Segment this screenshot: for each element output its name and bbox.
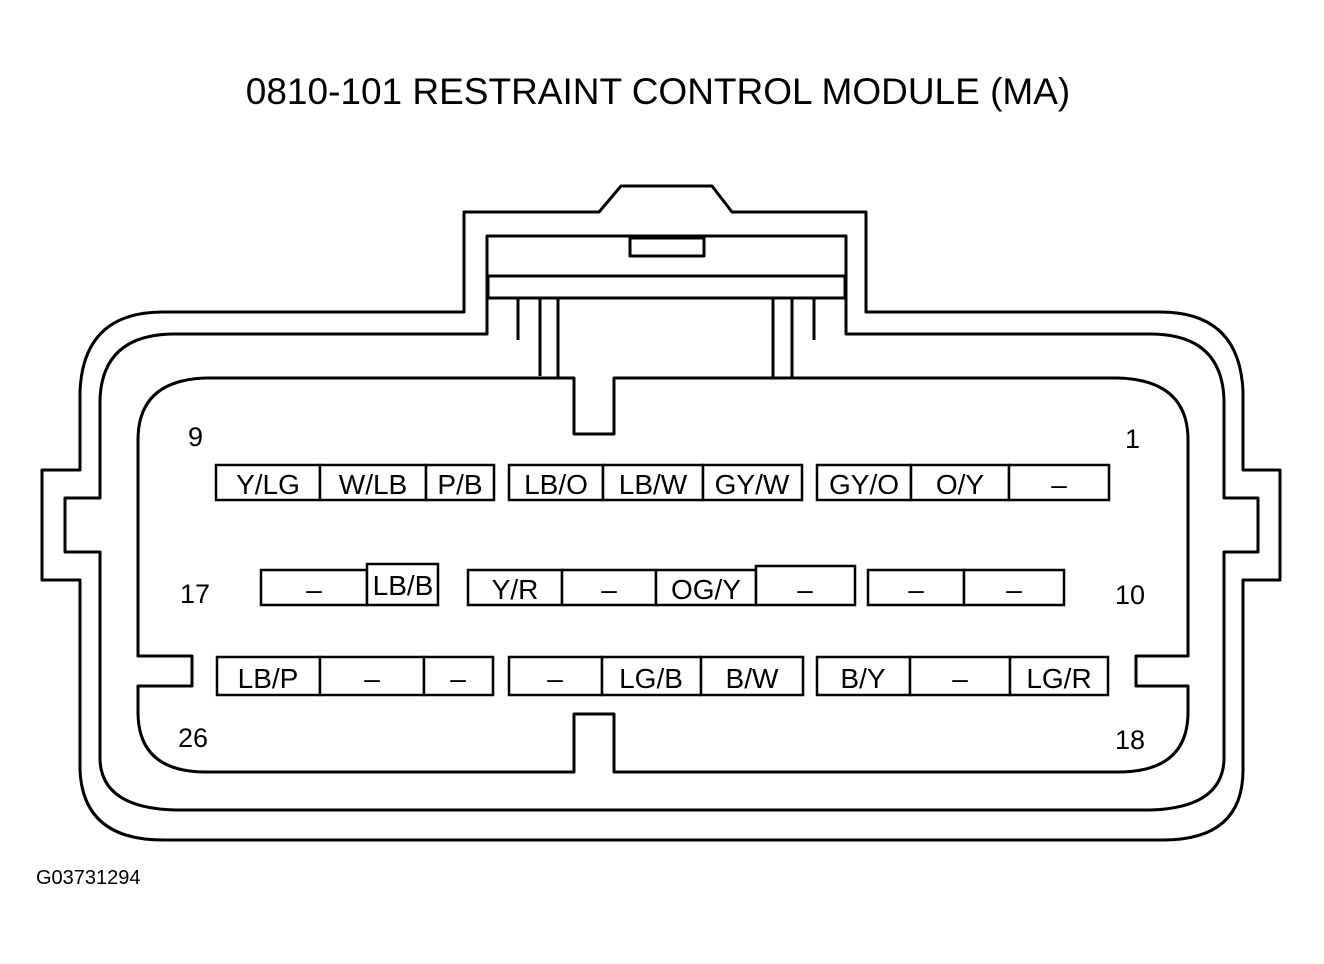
pin-number-9: 9 [188, 422, 203, 452]
latch-left-post [516, 298, 542, 376]
wire-color-label: LB/W [619, 469, 688, 500]
pin-number-17: 17 [180, 579, 210, 609]
pin-number-18: 18 [1115, 725, 1145, 755]
wire-color-label: LB/P [238, 663, 299, 694]
pin-group-middle-2: Y/R – OG/Y – [466, 564, 857, 607]
wire-color-label: – [1051, 469, 1067, 500]
wire-color-label: B/W [726, 663, 779, 694]
wire-color-label: – [797, 574, 813, 605]
pin-cell [866, 568, 966, 607]
row-bottom: LB/P – – – LG/B B/W B/Y – LG/R [215, 655, 1110, 697]
wire-color-label: W/LB [339, 469, 407, 500]
row-top: Y/LG W/LB P/B LB/O LB/W GY/W GY/O O/Y – [214, 463, 1111, 502]
wire-color-label: LB/O [524, 469, 588, 500]
cavity-outline [136, 376, 1190, 774]
pin-cell [701, 463, 804, 502]
wire-color-label: GY/W [715, 469, 790, 500]
wire-color-label: P/B [437, 469, 482, 500]
pin-group-top-1: Y/LG W/LB P/B [214, 463, 496, 502]
row-middle: – LB/B Y/R – OG/Y – – – [259, 562, 1066, 607]
wire-color-label: B/Y [840, 663, 885, 694]
figure-id: G03731294 [36, 867, 141, 889]
wire-color-label: LG/B [619, 663, 683, 694]
pin-cell [699, 655, 805, 697]
pin-group-bottom-1: LB/P – – [215, 655, 495, 697]
wire-color-label: Y/LG [236, 469, 300, 500]
housing-inner-outline [63, 234, 1260, 812]
pin-group-top-2: LB/O LB/W GY/W [507, 463, 804, 502]
wire-color-label: – [908, 574, 924, 605]
pin-cell [215, 655, 322, 697]
wire-color-label: LG/R [1026, 663, 1091, 694]
pin-cell [365, 562, 440, 607]
pin-cell [1007, 463, 1111, 502]
pin-cell [318, 463, 428, 502]
pin-number-26: 26 [178, 723, 208, 753]
pin-group-bottom-2: – LG/B B/W [507, 655, 805, 697]
wire-color-label: Y/R [492, 574, 539, 605]
wire-color-label: GY/O [829, 469, 899, 500]
wire-color-label: – [364, 663, 380, 694]
pin-group-middle-3: – – [866, 568, 1066, 607]
pin-group-top-3: GY/O O/Y – [815, 463, 1111, 502]
latch-bar [486, 274, 847, 300]
pin-cell [318, 655, 426, 697]
wire-color-label: LB/B [373, 570, 434, 601]
wire-color-label: – [306, 574, 322, 605]
pin-cell [962, 568, 1066, 607]
pin-group-bottom-3: B/Y – LG/R [815, 655, 1110, 697]
pin-group-middle-1: – LB/B [259, 562, 440, 607]
pin-cell [754, 564, 857, 607]
housing-outer-outline [40, 184, 1282, 842]
latch-frame [556, 296, 775, 378]
latch-tab [628, 236, 706, 258]
pin-cell [424, 463, 496, 502]
pin-cell [422, 655, 495, 697]
pin-cell [507, 655, 604, 697]
wire-color-label: – [1006, 574, 1022, 605]
latch-right-post [790, 298, 816, 378]
wire-color-label: – [450, 663, 466, 694]
pin-number-10: 10 [1115, 580, 1145, 610]
wire-color-label: – [952, 663, 968, 694]
wire-color-label: OG/Y [671, 574, 741, 605]
wire-color-label: – [547, 663, 563, 694]
wire-color-label: O/Y [936, 469, 985, 500]
pin-number-1: 1 [1125, 424, 1140, 454]
pin-cell [654, 568, 758, 607]
wire-color-label: – [601, 574, 617, 605]
diagram-title: 0810-101 RESTRAINT CONTROL MODULE (MA) [246, 71, 1070, 112]
pin-cell [1008, 655, 1110, 697]
